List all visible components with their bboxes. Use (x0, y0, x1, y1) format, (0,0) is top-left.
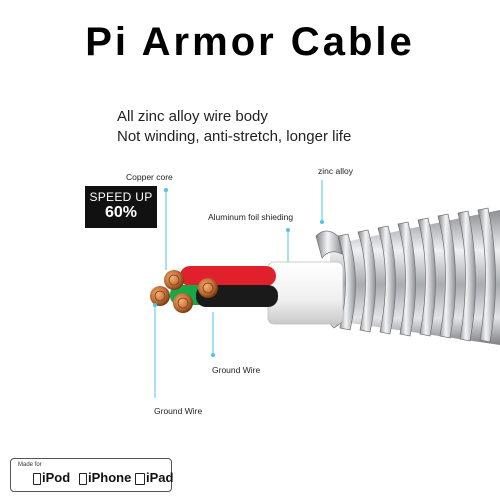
leader-dots (153, 188, 324, 357)
label-ground-wire-1: Ground Wire (212, 365, 261, 375)
label-aluminum-foil: Aluminum foil shieding (208, 212, 294, 222)
copper-strand (150, 286, 170, 306)
device-iphone: iPhone (88, 470, 132, 485)
device-ipod: iPod (42, 470, 71, 485)
page-title: Pi Armor Cable (85, 20, 415, 64)
made-for-caption: Made for (18, 462, 42, 468)
label-ground-wire-2: Ground Wire (154, 406, 203, 416)
copper-strand (164, 270, 184, 290)
speed-up-text: SPEED UP (89, 190, 153, 204)
outer-jacket (267, 261, 344, 325)
leader-dot (164, 188, 168, 192)
label-zinc-alloy: zinc alloy (318, 166, 353, 176)
made-for-badge: Made for iPod iPhone iPad (10, 458, 174, 492)
iphone-icon (79, 473, 87, 485)
speed-up-badge: SPEED UP 60% (85, 186, 157, 228)
copper-strand (198, 278, 218, 298)
zinc-alloy-armor (315, 207, 500, 345)
leader-dot (153, 303, 157, 307)
ipad-icon (135, 473, 145, 485)
ipod-icon (33, 473, 41, 485)
subtitle-line-1: All zinc alloy wire body (117, 108, 268, 125)
leader-dot (286, 228, 290, 232)
copper-strand (173, 293, 193, 313)
subtitle-line-2: Not winding, anti-stretch, longer life (117, 128, 352, 145)
speed-up-percent: 60% (104, 204, 138, 221)
copper-cores (150, 270, 218, 313)
leader-dot (320, 220, 324, 224)
leader-lines (154, 180, 323, 398)
leader-dot (211, 353, 215, 357)
label-copper-core: Copper core (126, 172, 173, 182)
wire-red (180, 266, 276, 286)
device-ipad: iPad (146, 470, 174, 485)
